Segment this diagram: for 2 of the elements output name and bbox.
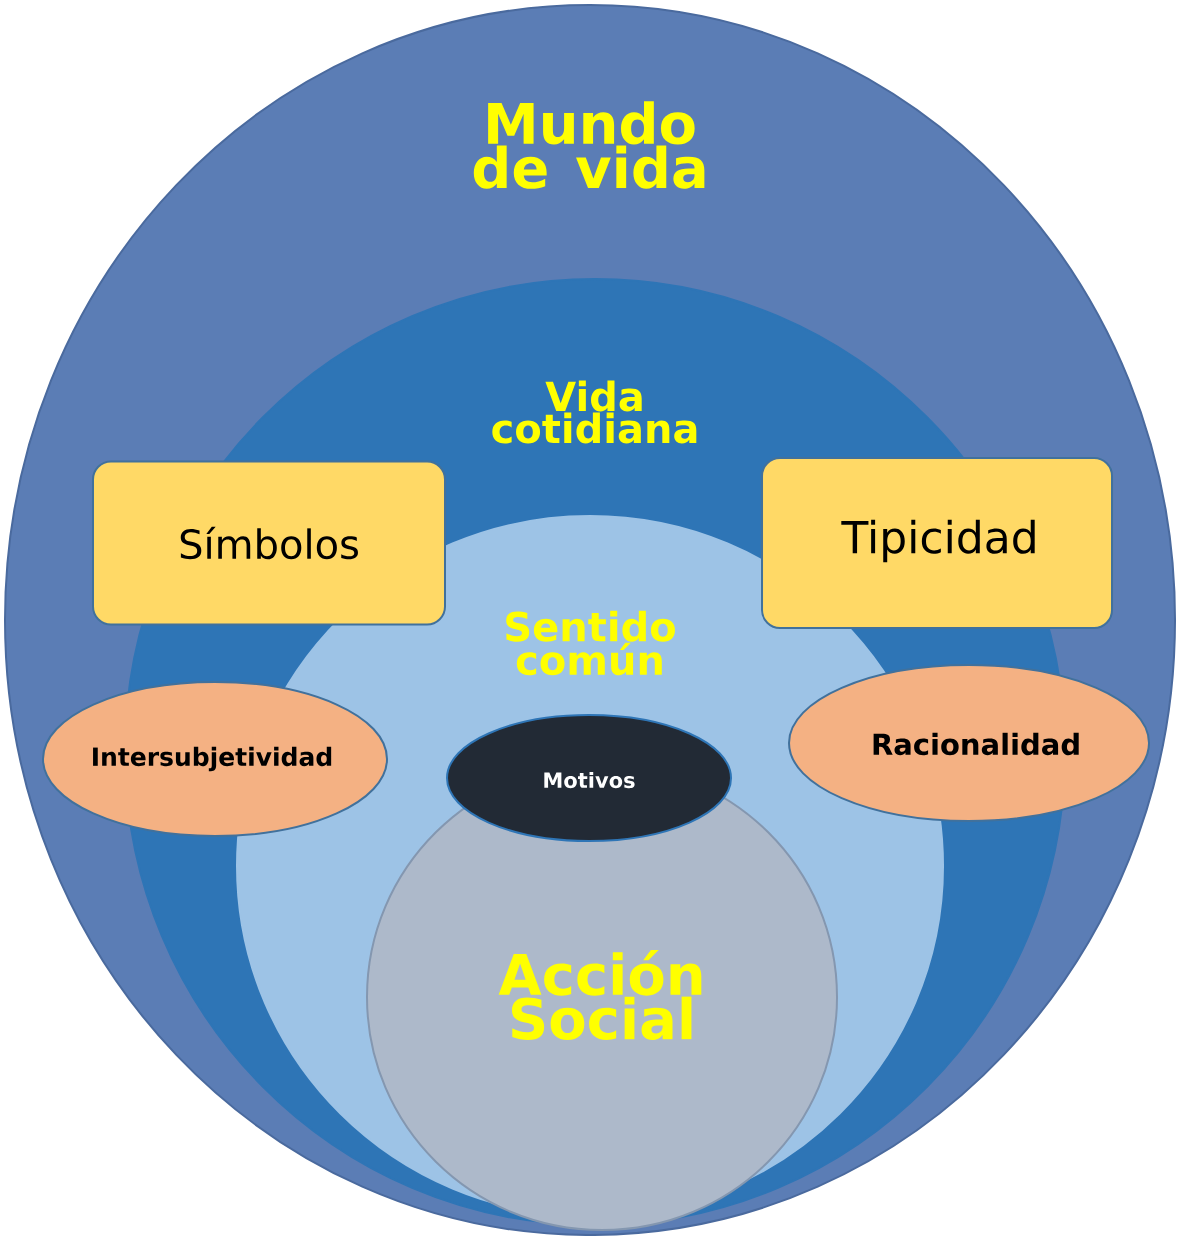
concept-box: Tipicidad xyxy=(761,457,1113,629)
concept-box: Símbolos xyxy=(92,460,446,626)
